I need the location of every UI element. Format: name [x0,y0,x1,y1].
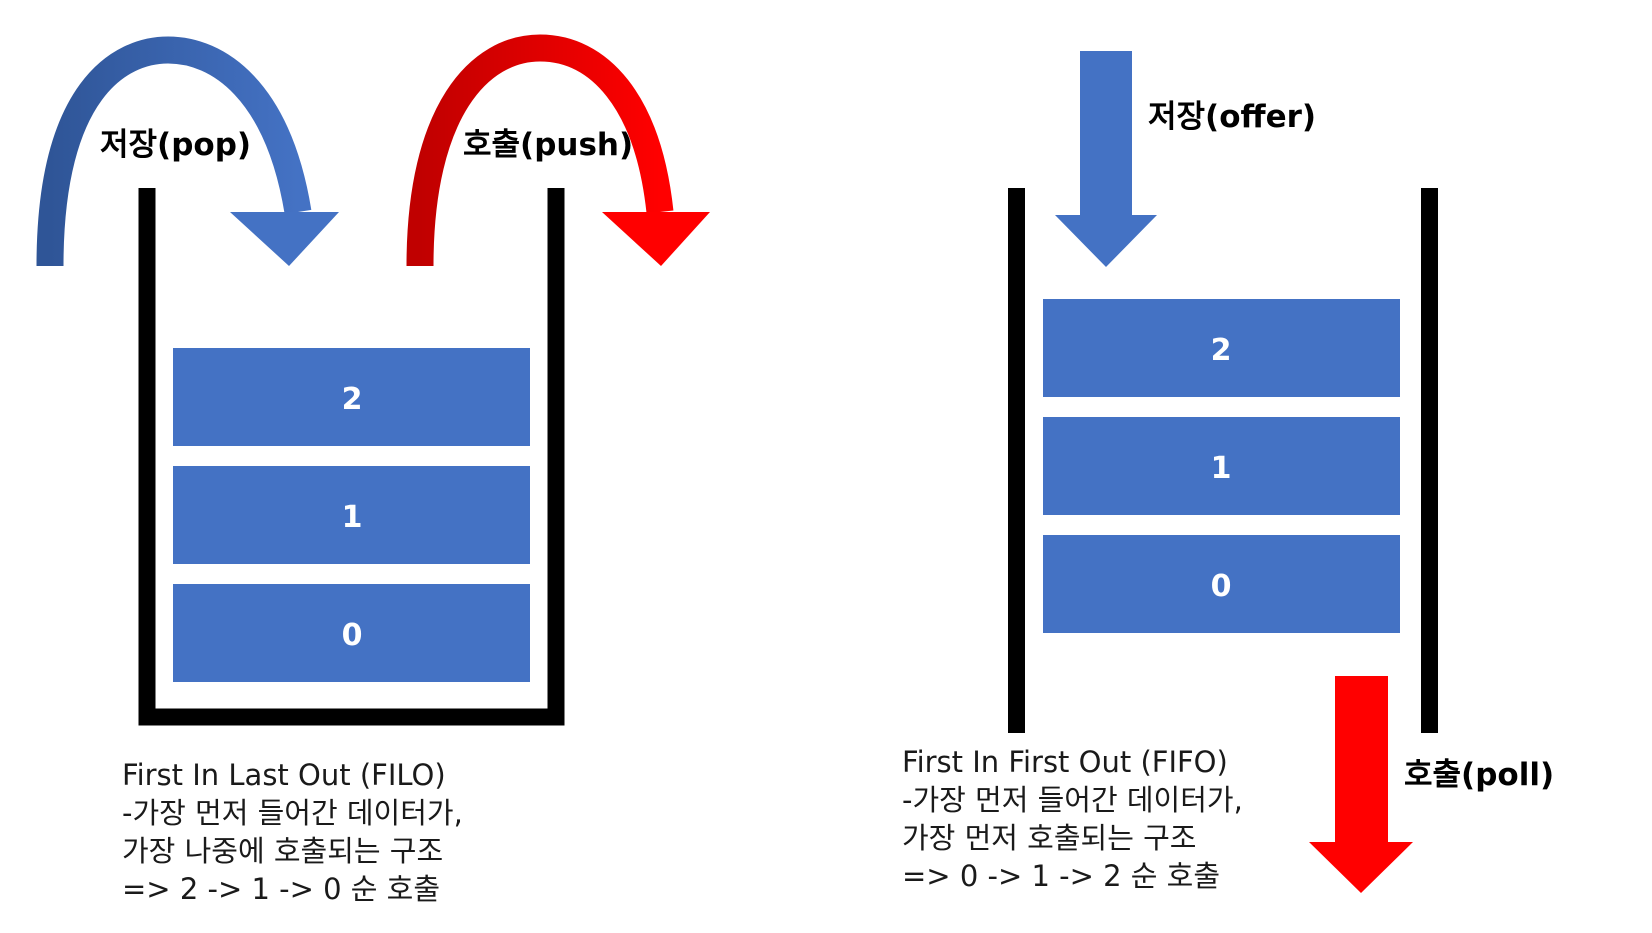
queue-store-arrow-icon [1055,51,1157,267]
queue-caption-line: -가장 먼저 들어간 데이터가, [902,783,1243,817]
stack-store-arrow-icon [36,36,339,267]
queue-block-1-label: 1 [1211,451,1232,486]
queue-store-label: 저장(offer) [1148,99,1316,135]
stack-block-0 [173,584,530,682]
stack-block-2 [173,348,530,446]
stack-block-0-label: 0 [342,618,363,653]
stack-call-label: 호출(push) [463,127,633,163]
stack-block-1-label: 1 [342,500,363,535]
stack-caption-line: First In Last Out (FILO) [122,758,446,792]
queue-caption-line: => 0 -> 1 -> 2 순 호출 [902,859,1221,893]
stack-store-label: 저장(pop) [100,127,251,163]
queue-caption-line: 가장 먼저 호출되는 구조 [902,821,1197,855]
stack-call-arrow-icon [406,34,710,267]
queue-call-label: 호출(poll) [1404,757,1554,793]
stack-caption-line: -가장 먼저 들어간 데이터가, [122,796,463,830]
stack-diagram: 2 1 0 저장(pop) 호출(push) [36,34,710,726]
queue-right-wall [1421,188,1438,733]
queue-block-2-label: 2 [1211,333,1232,368]
stack-block-1 [173,466,530,564]
queue-block-0-label: 0 [1211,569,1232,604]
queue-left-wall [1008,188,1025,733]
stack-caption: First In Last Out (FILO) -가장 먼저 들어간 데이터가… [122,756,463,908]
stack-container [138,188,565,726]
queue-block-0 [1043,535,1400,633]
queue-call-arrow-icon [1309,676,1413,893]
stack-caption-line: 가장 나중에 호출되는 구조 [122,834,444,868]
queue-caption-line: First In First Out (FIFO) [902,745,1228,779]
queue-block-1 [1043,417,1400,515]
stack-caption-line: => 2 -> 1 -> 0 순 호출 [122,872,441,906]
queue-diagram: 2 1 0 저장(offer) 호출(poll) [1008,51,1554,893]
queue-caption: First In First Out (FIFO) -가장 먼저 들어간 데이터… [902,743,1243,895]
stack-block-2-label: 2 [342,382,363,417]
queue-block-2 [1043,299,1400,397]
